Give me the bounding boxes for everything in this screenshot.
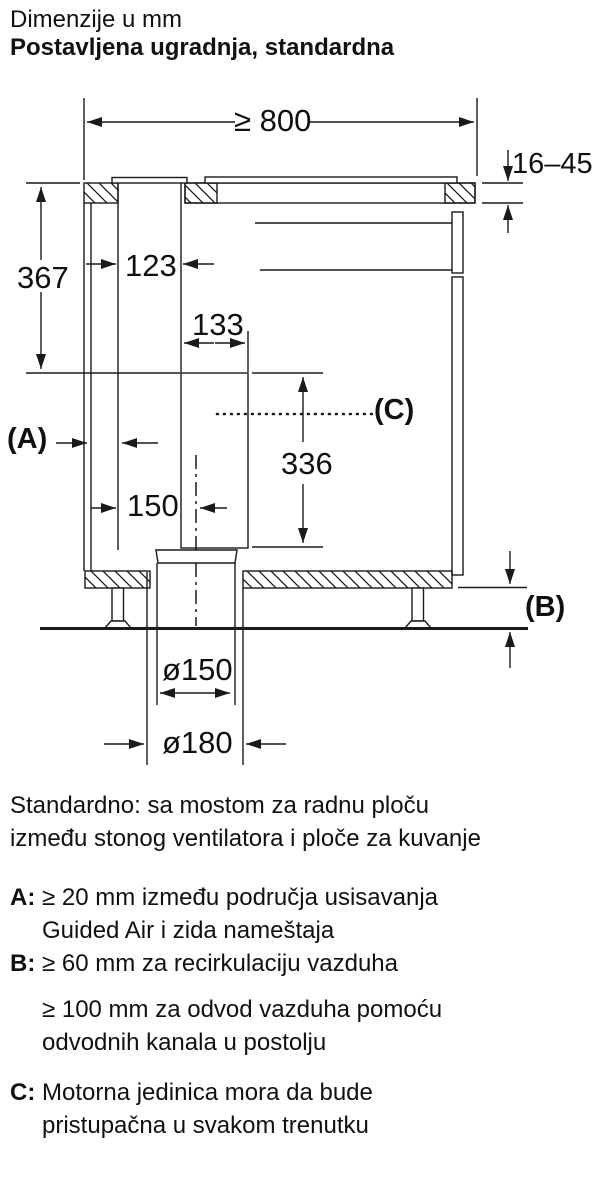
dim-367-lines xyxy=(26,182,180,374)
note-item-c: C: Motorna jedinica mora da bude pristup… xyxy=(10,1076,592,1142)
dim-pipe-diameter: ø150 xyxy=(162,652,233,687)
bottom-panel xyxy=(84,570,453,589)
motor-unit xyxy=(180,372,249,549)
dim-duct-width: 123 xyxy=(125,248,177,283)
notes-section: Standardno: sa mostom za radnu ploču izm… xyxy=(10,789,592,1142)
exhaust-pipe xyxy=(156,563,236,705)
note-key-exhaust xyxy=(10,993,42,1059)
note-item-b: B: ≥ 60 mm za recirkulaciju vazduha xyxy=(10,947,592,980)
label-a: (A) xyxy=(7,423,48,455)
notes-intro-line2: između stonog ventilatora i ploče za kuv… xyxy=(10,825,481,852)
cooktop-plate xyxy=(204,176,458,184)
note-key-a: A: xyxy=(10,884,36,911)
dim-hole-diameter: ø180 xyxy=(162,725,233,760)
hole-edge-lines xyxy=(146,572,244,765)
note-body-a: ≥ 20 mm između područja usisavanja Guide… xyxy=(42,881,438,947)
note-exhaust-line1: ≥ 100 mm za odvod vazduha pomoću xyxy=(42,996,443,1023)
title-mode: Postavljena ugradnja, standardna xyxy=(10,34,395,61)
dim-133-lines xyxy=(184,331,249,372)
dim-b-lines xyxy=(458,551,527,668)
downdraft-cap xyxy=(111,176,188,184)
notes-intro: Standardno: sa mostom za radnu ploču izm… xyxy=(10,789,592,855)
note-a-line1: ≥ 20 mm između područja usisavanja xyxy=(42,884,439,911)
dim-motor-width: 133 xyxy=(192,307,244,342)
label-b: (B) xyxy=(525,591,566,623)
note-item-exhaust: ≥ 100 mm za odvod vazduha pomoću odvodni… xyxy=(10,993,592,1059)
cabinet-feet xyxy=(103,587,433,629)
countertop xyxy=(83,182,476,204)
notes-intro-line1: Standardno: sa mostom za radnu ploču xyxy=(10,792,429,819)
note-body-b: ≥ 60 mm za recirkulaciju vazduha xyxy=(42,947,398,980)
note-key-b: B: xyxy=(10,950,36,977)
dim-thickness-lines xyxy=(482,150,523,233)
cabinet-left-wall xyxy=(83,203,92,571)
interior-lines xyxy=(255,222,452,271)
note-c-line2: pristupačna u svakom trenutku xyxy=(42,1112,369,1139)
intake-duct xyxy=(117,183,182,550)
note-body-c: Motorna jedinica mora da bude pristupačn… xyxy=(42,1076,373,1142)
dim-width-min: ≥ 800 xyxy=(234,103,312,138)
cabinet-right-wall xyxy=(451,211,464,576)
note-c-line1: Motorna jedinica mora da bude xyxy=(42,1079,373,1106)
title-units: Dimenzije u mm xyxy=(10,6,183,33)
dim-height-total: 367 xyxy=(17,260,69,295)
note-key-c: C: xyxy=(10,1079,36,1106)
page-title: Dimenzije u mm Postavljena ugradnja, sta… xyxy=(10,6,394,62)
note-b-line1: ≥ 60 mm za recirkulaciju vazduha xyxy=(42,950,398,977)
note-item-a: A: ≥ 20 mm između područja usisavanja Gu… xyxy=(10,881,592,947)
note-body-exhaust: ≥ 100 mm za odvod vazduha pomoću odvodni… xyxy=(42,993,442,1059)
outlet-flange xyxy=(155,549,238,564)
dim-offset-center: 150 xyxy=(127,488,179,523)
dim-width-lines xyxy=(83,98,478,180)
dim-motor-height: 336 xyxy=(281,446,333,481)
note-a-line2: Guided Air i zida nameštaja xyxy=(42,917,335,944)
note-exhaust-line2: odvodnih kanala u postolju xyxy=(42,1029,327,1056)
dim-336-lines xyxy=(252,372,323,548)
label-c: (C) xyxy=(374,394,415,426)
dim-counter-thickness: 16–45 xyxy=(512,148,593,180)
